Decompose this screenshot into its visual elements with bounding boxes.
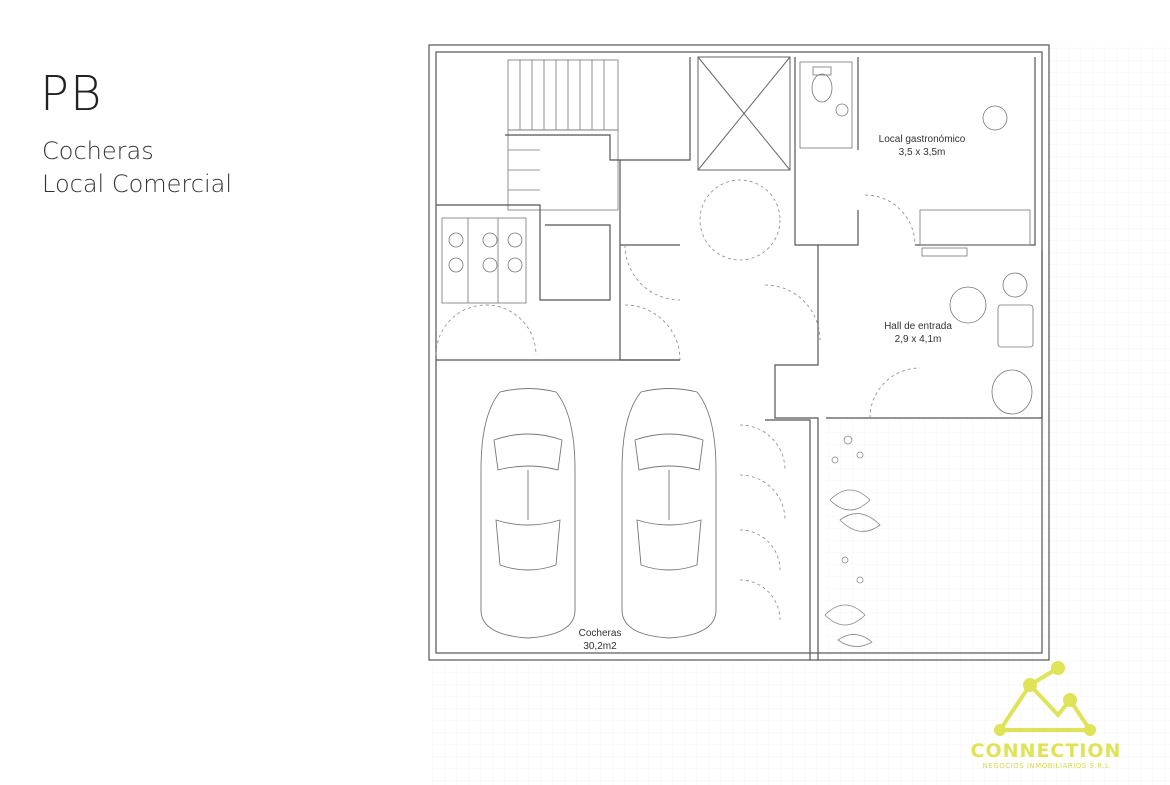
site-grid [430, 45, 1170, 785]
subtitle-line-cocheras: Cocheras [42, 137, 154, 165]
connection-logo-icon [994, 661, 1096, 736]
logo-wordmark: CONNECTION [970, 740, 1122, 762]
page-title: PB [40, 66, 103, 122]
room-label-hall-name: Hall de entrada [884, 321, 952, 332]
kitchen-counter [919, 105, 1031, 257]
bicycle-rack [441, 217, 527, 304]
car-left [480, 388, 576, 639]
car-right [621, 388, 717, 639]
room-label-hall-area: 2,9 x 4,1m [895, 334, 942, 345]
door-swings [435, 179, 921, 621]
interior-walls [436, 57, 1043, 660]
staircase [507, 59, 619, 211]
room-label-cocheras-area: 30,2m2 [583, 641, 617, 652]
elevator-shaft [697, 56, 791, 171]
hall-furniture [949, 272, 1034, 415]
subtitle-line-local: Local Comercial [42, 170, 232, 198]
room-label-local-area: 3,5 x 3,5m [899, 147, 946, 158]
logo-tagline: NEGOCIOS INMOBILIARIOS S.R.L [982, 762, 1110, 770]
room-label-local-name: Local gastronómico [879, 134, 966, 145]
bathroom [799, 61, 853, 149]
garden-plants [824, 435, 881, 647]
room-label-cocheras-name: Cocheras [579, 628, 622, 639]
